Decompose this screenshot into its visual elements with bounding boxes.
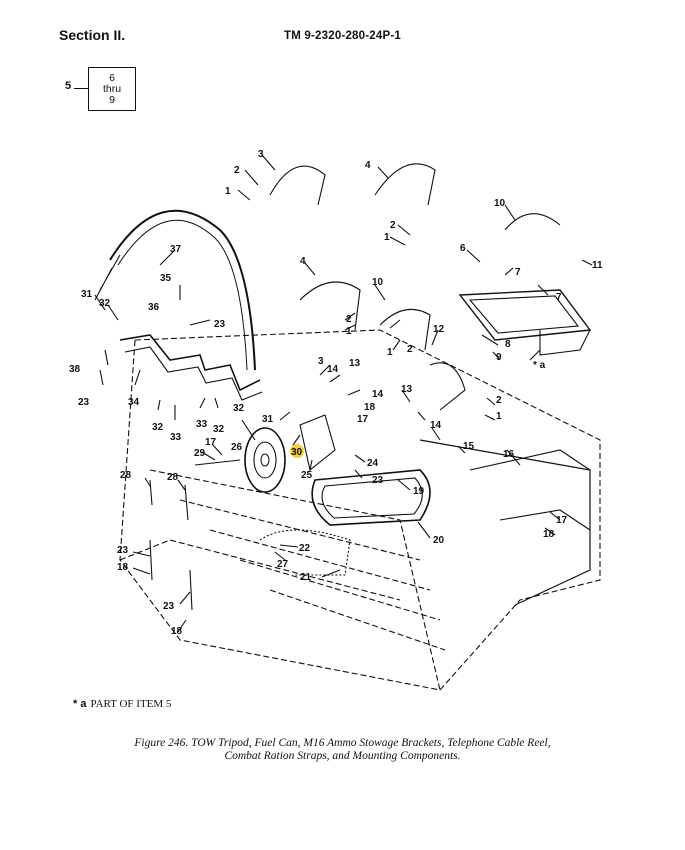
callout: 2 bbox=[496, 395, 502, 406]
callout: 4 bbox=[300, 256, 306, 267]
callout: 4 bbox=[365, 160, 371, 171]
callout: 24 bbox=[367, 458, 379, 469]
callout: 23 bbox=[372, 475, 384, 486]
callout: 2 bbox=[346, 314, 352, 325]
callout: 23 bbox=[78, 397, 90, 408]
callout: 6 bbox=[460, 243, 466, 254]
callout: 26 bbox=[231, 442, 243, 453]
callout: 36 bbox=[148, 302, 160, 313]
callout: 33 bbox=[170, 432, 182, 443]
callout: 7 bbox=[556, 292, 562, 303]
callout: 10 bbox=[372, 277, 384, 288]
callout: 9 bbox=[496, 352, 502, 363]
callout: 14 bbox=[430, 420, 442, 431]
callout: 23 bbox=[163, 601, 175, 612]
key-line-2: thru bbox=[102, 83, 122, 95]
callout: 14 bbox=[372, 389, 384, 400]
callout: 17 bbox=[357, 414, 369, 425]
callout: 13 bbox=[401, 384, 413, 395]
footnote-marker: * a bbox=[73, 698, 87, 710]
callout: * a bbox=[533, 360, 546, 371]
callout: 25 bbox=[301, 470, 313, 481]
callout: 28 bbox=[120, 470, 132, 481]
callout: 14 bbox=[327, 364, 339, 375]
callout: 18 bbox=[543, 529, 555, 540]
key-line-3: 9 bbox=[109, 94, 115, 106]
callout: 28 bbox=[167, 472, 179, 483]
callout: 31 bbox=[262, 414, 274, 425]
figure-caption: Figure 246. TOW Tripod, Fuel Can, M16 Am… bbox=[0, 737, 685, 763]
callout: 17 bbox=[556, 515, 568, 526]
callout: 30 bbox=[291, 447, 303, 458]
callout: 18 bbox=[117, 562, 129, 573]
callout: 13 bbox=[349, 358, 361, 369]
callout: 35 bbox=[160, 273, 172, 284]
callout: 2 bbox=[407, 344, 413, 355]
callout: 32 bbox=[152, 422, 164, 433]
callout: 1 bbox=[384, 232, 390, 243]
key-lead-number: 5 bbox=[65, 80, 72, 92]
callout: 29 bbox=[194, 448, 206, 459]
section-heading: Section II. bbox=[59, 27, 126, 43]
callout-labels: 37 35 31 32 36 23 38 23 34 32 33 33 32 3… bbox=[69, 149, 603, 637]
callout: 17 bbox=[205, 437, 217, 448]
key-line-1: 6 bbox=[109, 72, 115, 84]
callout: 23 bbox=[117, 545, 129, 556]
callout: 33 bbox=[196, 419, 208, 430]
item-key-box: 6 thru 9 bbox=[88, 67, 136, 111]
callout: 34 bbox=[128, 397, 140, 408]
highlight-marker bbox=[290, 444, 304, 458]
callout: 22 bbox=[299, 543, 311, 554]
callout: 2 bbox=[390, 220, 396, 231]
callout: 19 bbox=[413, 486, 425, 497]
callout: 10 bbox=[494, 198, 506, 209]
callout: 7 bbox=[515, 267, 521, 278]
callout: 23 bbox=[214, 319, 226, 330]
callout: 20 bbox=[433, 535, 445, 546]
callout: 32 bbox=[99, 298, 111, 309]
callout: 1 bbox=[346, 326, 352, 337]
callout: 18 bbox=[364, 402, 376, 413]
callout: 11 bbox=[592, 260, 603, 271]
callout: 1 bbox=[387, 347, 393, 358]
callout: 32 bbox=[213, 424, 225, 435]
callout: 21 bbox=[300, 572, 312, 583]
caption-line-1: Figure 246. TOW Tripod, Fuel Can, M16 Am… bbox=[134, 737, 551, 749]
callout: 37 bbox=[170, 244, 182, 255]
callout: 15 bbox=[463, 441, 475, 452]
callout: 2 bbox=[234, 165, 240, 176]
callout: 32 bbox=[233, 403, 245, 414]
key-leader-line bbox=[74, 88, 88, 90]
footnote-text: PART OF ITEM 5 bbox=[90, 698, 172, 710]
callout: 3 bbox=[318, 356, 324, 367]
callout: 8 bbox=[505, 339, 511, 350]
callout: 3 bbox=[258, 149, 264, 160]
callout: 31 bbox=[81, 289, 93, 300]
callout: 18 bbox=[171, 626, 183, 637]
callout: 12 bbox=[433, 324, 445, 335]
callout: 1 bbox=[225, 186, 231, 197]
callout: 1 bbox=[496, 411, 502, 422]
line-art bbox=[94, 154, 601, 691]
callout: 27 bbox=[277, 559, 289, 570]
callout: 16 bbox=[503, 449, 515, 460]
callout: 38 bbox=[69, 364, 81, 375]
caption-line-2: Combat Ration Straps, and Mounting Compo… bbox=[224, 750, 461, 762]
tm-number: TM 9-2320-280-24P-1 bbox=[284, 30, 401, 42]
